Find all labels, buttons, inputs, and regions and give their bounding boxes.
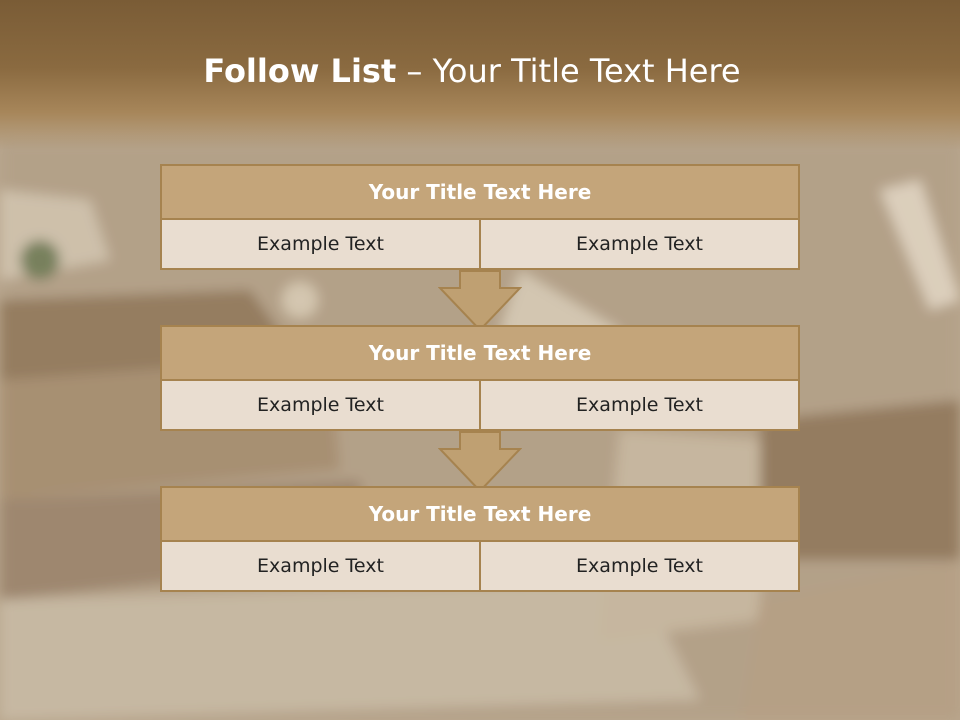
list-block-3: Your Title Text Here Example Text Exampl… [160, 486, 800, 592]
cell-left: Example Text [160, 542, 481, 592]
block-title: Your Title Text Here [160, 486, 800, 542]
slide-title: Follow List – Your Title Text Here [0, 52, 944, 90]
cell-left: Example Text [160, 220, 481, 270]
block-title: Your Title Text Here [160, 164, 800, 220]
block-row: Example Text Example Text [160, 381, 800, 431]
block-row: Example Text Example Text [160, 220, 800, 270]
list-block-1: Your Title Text Here Example Text Exampl… [160, 164, 800, 270]
cell-right: Example Text [481, 542, 800, 592]
block-row: Example Text Example Text [160, 542, 800, 592]
down-arrow-icon [438, 270, 522, 332]
down-arrow-icon [438, 431, 522, 493]
cell-left: Example Text [160, 381, 481, 431]
header-band [0, 0, 960, 150]
title-bold: Follow List [203, 52, 397, 90]
block-title: Your Title Text Here [160, 325, 800, 381]
title-rest: – Your Title Text Here [396, 52, 741, 90]
cell-right: Example Text [481, 381, 800, 431]
list-block-2: Your Title Text Here Example Text Exampl… [160, 325, 800, 431]
cell-right: Example Text [481, 220, 800, 270]
